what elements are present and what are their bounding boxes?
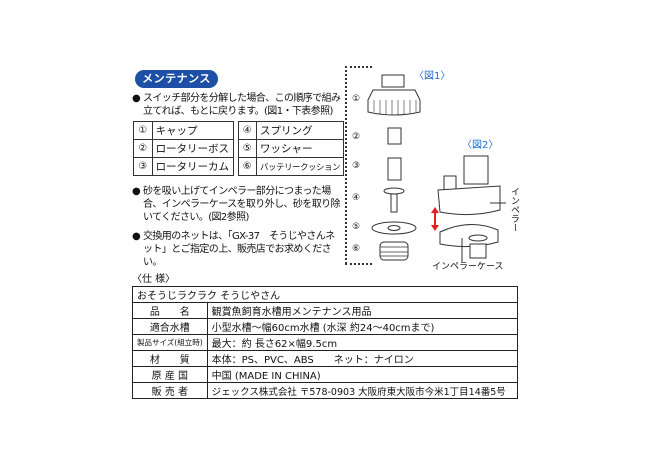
product-title: おそうじラクラク そうじやさん <box>132 286 518 303</box>
up-down-arrow-icon <box>431 207 439 231</box>
washer-part <box>371 221 417 235</box>
part-number: ⑥ <box>237 157 257 176</box>
bullet-impeller: ● 砂を吸い上げてインペラー部分につまった場合、インペラーケースを取り外し、砂を… <box>132 185 344 224</box>
part-name: ロータリーカム <box>151 157 234 176</box>
spec-key: 原 産 国 <box>132 366 208 383</box>
impeller-case-part <box>439 224 499 259</box>
figure-divider-bottom <box>345 263 372 265</box>
spec-table: おそうじラクラク そうじやさん 品 名観賞魚飼育水槽用メンテナンス用品 適合水槽… <box>132 286 519 399</box>
figure-number: ③ <box>352 161 361 171</box>
table-row: おそうじラクラク そうじやさん <box>132 286 518 303</box>
figure-number: ⑤ <box>352 222 361 232</box>
impeller-case-label: インペラーケース <box>432 262 504 272</box>
spec-value: 観賞魚飼育水槽用メンテナンス用品 <box>206 302 519 319</box>
bullet-text: スイッチ部分を分解した場合、この順序で組み立てれば、もとに戻ります。(図1・下表… <box>143 93 341 117</box>
bullet-mark: ● <box>132 231 141 242</box>
cap-part <box>367 74 421 116</box>
part-name: ロータリーボス <box>151 139 234 158</box>
table-row: 品 名観賞魚飼育水槽用メンテナンス用品 <box>132 302 519 319</box>
part-number: ① <box>133 121 153 140</box>
rotary-boss-part <box>387 127 402 145</box>
spring-part <box>383 187 405 213</box>
table-row: 材 質本体：PS、PVC、ABS ネット：ナイロン <box>132 350 519 367</box>
spec-value: 中国 (MADE IN CHINA) <box>206 366 519 383</box>
part-number: ② <box>133 139 153 158</box>
bullet-text: 交換用のネットは、「GX-37 そうじやさんネット」とご指定の上、販売店でお求め… <box>143 231 335 268</box>
part-number: ④ <box>237 121 257 140</box>
part-number: ⑤ <box>237 139 257 158</box>
spec-key: 品 名 <box>132 302 208 319</box>
figure-number: ④ <box>352 193 361 203</box>
figure-number: ② <box>352 132 361 142</box>
rotary-cam-part <box>387 157 402 181</box>
section-title-badge: メンテナンス <box>135 70 218 88</box>
spec-key: 適合水槽 <box>132 318 208 335</box>
spec-value: ジェックス株式会社 〒578-0903 大阪府東大阪市今米1丁目14番5号 <box>206 382 519 399</box>
maintenance-column: メンテナンス ● スイッチ部分を分解した場合、この順序で組み立てれば、もとに戻り… <box>132 70 345 269</box>
impeller-part <box>437 155 501 216</box>
bullet-text: 砂を吸い上げてインペラー部分につまった場合、インペラーケースを取り外し、砂を取り… <box>143 186 341 223</box>
part-name: スプリング <box>255 121 345 140</box>
table-row: 適合水槽小型水槽〜幅60cm水槽 (水深 約24〜40cmまで) <box>132 318 519 335</box>
table-row: 販 売 者ジェックス株式会社 〒578-0903 大阪府東大阪市今米1丁目14番… <box>132 382 519 399</box>
spec-value: 小型水槽〜幅60cm水槽 (水深 約24〜40cmまで) <box>206 318 519 335</box>
figure-number: ① <box>352 94 361 104</box>
table-row: 原 産 国中国 (MADE IN CHINA) <box>132 366 519 383</box>
part-name: キャップ <box>151 121 234 140</box>
exploded-diagram <box>367 74 506 262</box>
bullet-mark: ● <box>132 186 141 197</box>
spec-value: 本体：PS、PVC、ABS ネット：ナイロン <box>206 350 519 367</box>
spec-value: 最大：約 長さ62×幅9.5cm <box>206 334 519 351</box>
spec-section: 〈仕 様〉 おそうじラクラク そうじやさん 品 名観賞魚飼育水槽用メンテナンス用… <box>132 273 519 399</box>
bullet-net: ● 交換用のネットは、「GX-37 そうじやさんネット」とご指定の上、販売店でお… <box>132 230 344 269</box>
figure-divider-top <box>345 66 372 68</box>
part-number: ③ <box>133 157 153 176</box>
figure-number: ⑥ <box>352 244 361 254</box>
spec-heading: 〈仕 様〉 <box>132 274 176 285</box>
table-row: 製品サイズ(組立時)最大：約 長さ62×幅9.5cm <box>132 334 519 351</box>
spec-key: 販 売 者 <box>132 382 208 399</box>
bullet-mark: ● <box>132 93 141 104</box>
spec-key: 製品サイズ(組立時) <box>132 334 208 351</box>
part-name: ワッシャー <box>255 139 345 158</box>
spec-key: 材 質 <box>132 350 208 367</box>
bullet-reassembly: ● スイッチ部分を分解した場合、この順序で組み立てれば、もとに戻ります。(図1・… <box>132 92 344 118</box>
part-name: バッテリークッション <box>255 157 345 176</box>
impeller-label: インペラー <box>509 187 519 232</box>
figure1-label: 〈図1〉 <box>414 71 451 82</box>
figure2-label: 〈図2〉 <box>462 140 499 151</box>
figure-divider <box>345 66 347 264</box>
battery-cushion-part <box>379 241 409 261</box>
